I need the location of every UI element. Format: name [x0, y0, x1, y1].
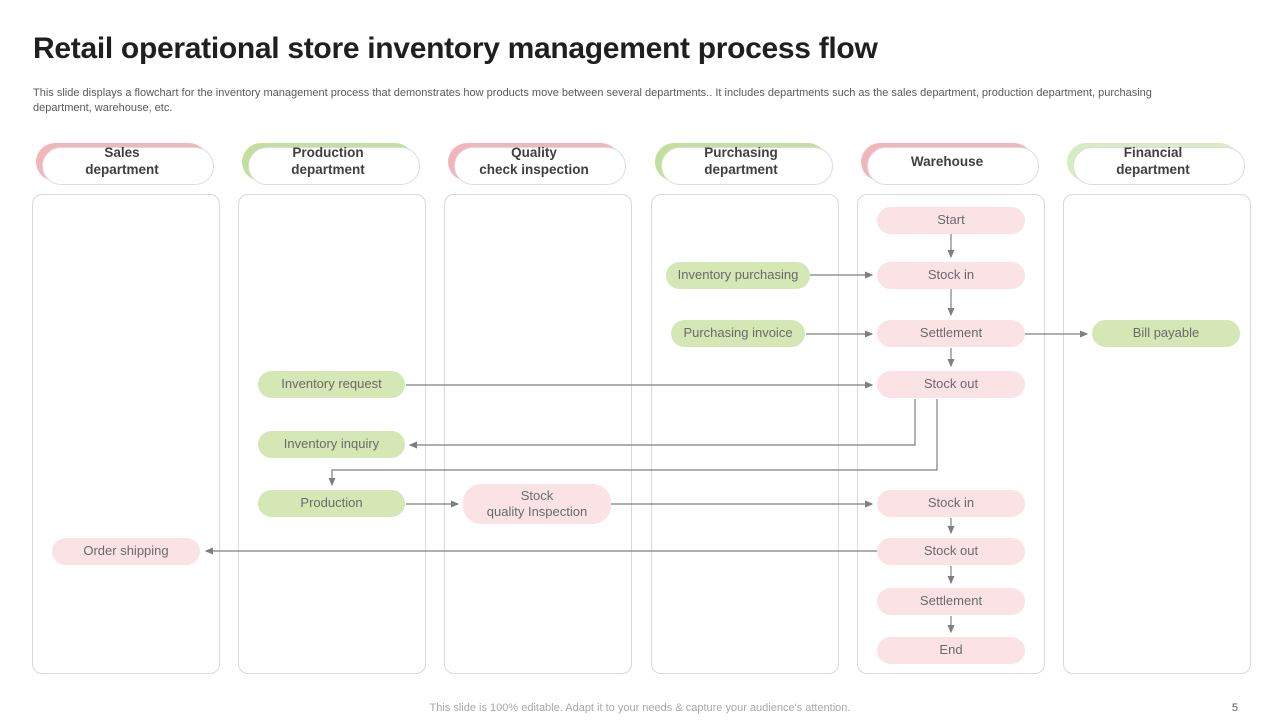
lane-header-financial: Financial department — [1067, 143, 1245, 185]
page-number: 5 — [1231, 702, 1238, 714]
lane-header-sales: Sales department — [36, 143, 214, 185]
node-end: End — [877, 637, 1025, 664]
lane-header-line1: Financial — [1123, 145, 1183, 161]
node-stock-in-2: Stock in — [877, 490, 1025, 517]
node-order-shipping: Order shipping — [52, 538, 200, 565]
node-label-line1: Stock — [520, 487, 554, 503]
slide-description: This slide displays a flowchart for the … — [33, 87, 1152, 114]
lane-header-line2: department — [704, 162, 778, 177]
lane-header-line1: Sales — [104, 145, 140, 161]
node-settlement-2: Settlement — [877, 588, 1025, 615]
page-title: Retail operational store inventory manag… — [33, 32, 878, 65]
node-inventory-purchasing: Inventory purchasing — [666, 262, 810, 289]
node-label-line2: quality Inspection — [486, 504, 588, 519]
lane-header-quality: Quality check inspection — [448, 143, 626, 185]
node-stock-in-1: Stock in — [877, 262, 1025, 289]
node-stock-out-1: Stock out — [877, 371, 1025, 398]
lane-header-line1: Purchasing — [704, 145, 778, 161]
lane-header-warehouse: Warehouse — [861, 143, 1039, 185]
node-inventory-inquiry: Inventory inquiry — [258, 431, 405, 458]
lane-header-line2: check inspection — [479, 162, 589, 177]
node-start: Start — [877, 207, 1025, 234]
lane-quality-check — [444, 194, 632, 674]
node-settlement-1: Settlement — [877, 320, 1025, 347]
lane-header-purchasing: Purchasing department — [655, 143, 833, 185]
lane-header-line1: Warehouse — [910, 153, 984, 169]
lane-header-production: Production department — [242, 143, 420, 185]
lane-header-line2: department — [291, 162, 365, 177]
node-inventory-request: Inventory request — [258, 371, 405, 398]
node-bill-payable: Bill payable — [1092, 320, 1240, 347]
lane-header-line2: department — [1116, 162, 1190, 177]
lane-header-line1: Quality — [511, 145, 557, 161]
lane-financial-department — [1063, 194, 1251, 674]
lane-header-line2: department — [85, 162, 159, 177]
lane-header-line1: Production — [292, 145, 364, 161]
node-stock-quality-inspection: Stock quality Inspection — [463, 484, 611, 524]
lane-sales-department — [32, 194, 220, 674]
footer-note: This slide is 100% editable. Adapt it to… — [429, 702, 851, 714]
node-stock-out-2: Stock out — [877, 538, 1025, 565]
node-purchasing-invoice: Purchasing invoice — [671, 320, 805, 347]
node-production: Production — [258, 490, 405, 517]
